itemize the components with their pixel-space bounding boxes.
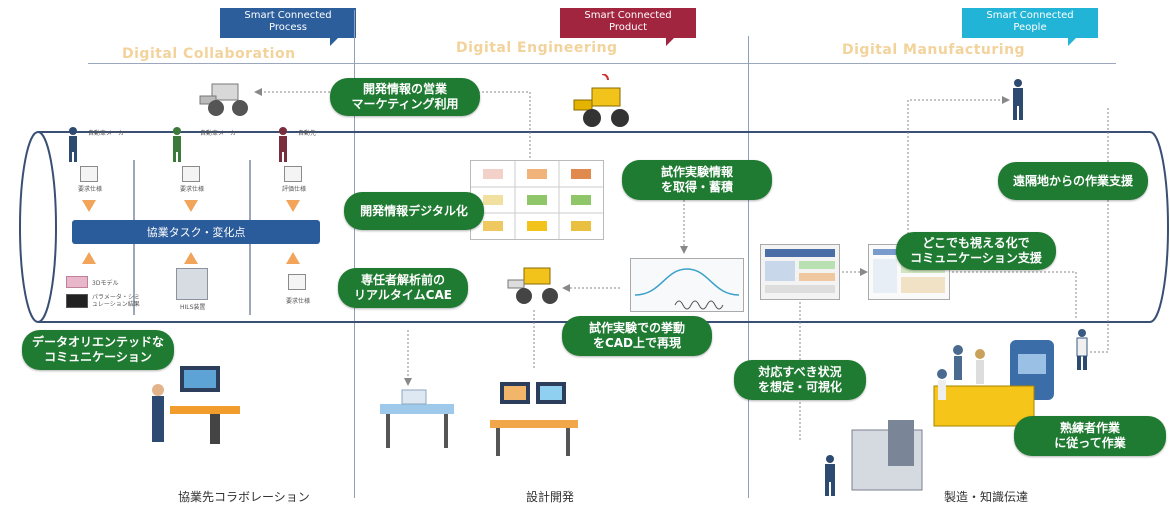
pill-anywhere-visualization: どこでも視える化で コミュニケーション支援 <box>896 232 1056 270</box>
worker-icon-bottom <box>822 454 838 496</box>
person-icon-2 <box>170 126 184 162</box>
pill-marketing-use: 開発情報の営業 マーケティング利用 <box>330 78 480 116</box>
section-digital-engineering: Digital Engineering <box>456 40 618 56</box>
person-icon-3 <box>276 126 290 162</box>
divider-left <box>354 10 355 498</box>
person-icon-1 <box>66 126 80 162</box>
pill-data-oriented-comm: データオリエンテッドな コミュニケーション <box>22 330 174 370</box>
pill-realtime-cae: 専任者解析前の リアルタイムCAE <box>338 268 468 308</box>
divider-right <box>748 36 749 498</box>
arrow-down-icon-1 <box>82 200 96 212</box>
variant-grid <box>470 160 604 240</box>
doc-icon-2 <box>182 166 200 182</box>
wheel-loader-yellow-icon <box>570 73 634 130</box>
arrow-down-icon-3 <box>286 200 300 212</box>
pill-remote-support: 遠隔地からの作業支援 <box>998 162 1148 200</box>
3d-model-icon <box>66 276 88 288</box>
doc-label-4: 要求仕様 <box>286 298 311 305</box>
footer-design-development: 設計開発 <box>526 490 575 504</box>
doc-icon-3 <box>284 166 302 182</box>
tab-smart-connected-product: Smart Connected Product <box>560 8 696 46</box>
dashboard-screen-1 <box>760 244 840 300</box>
hils-device-label: HILS装置 <box>180 304 206 311</box>
footer-partner-collaboration: 協業先コラボレーション <box>178 490 310 504</box>
hils-device-icon <box>176 268 208 300</box>
3d-model-label: 3Dモデル <box>92 280 119 287</box>
design-table-illustration <box>372 384 462 454</box>
section-digital-collaboration: Digital Collaboration <box>122 46 296 62</box>
pill-skilled-work: 熟練者作業 に従って作業 <box>1014 416 1166 456</box>
design-office-illustration <box>486 376 582 460</box>
simulation-label: パラメータ・シミュレーション結果 <box>92 294 140 308</box>
wheel-loader-cae-icon <box>504 262 562 308</box>
doc-icon-1 <box>80 166 98 182</box>
section-digital-manufacturing: Digital Manufacturing <box>842 42 1026 58</box>
arrow-down-icon-2 <box>184 200 198 212</box>
collab-desk-illustration <box>150 356 250 446</box>
pill-test-info: 試作実験情報 を取得・蓄積 <box>622 160 772 200</box>
footer-manufacturing-knowledge: 製造・知識伝達 <box>944 490 1029 504</box>
doc-label-3: 評価仕様 <box>282 186 307 193</box>
arrow-up-icon-1 <box>82 252 96 264</box>
tab-smart-connected-people: Smart Connected People <box>962 8 1098 46</box>
pill-digitize-dev-info: 開発情報デジタル化 <box>344 192 484 230</box>
role-label-1: 自動車メーカー <box>88 130 131 137</box>
doc-label-2: 要求仕様 <box>180 186 205 193</box>
role-label-2: 自動車メーカー <box>200 130 243 137</box>
arrow-up-icon-3 <box>286 252 300 264</box>
factory-illustration <box>848 330 1068 500</box>
doc-label-1: 要求仕様 <box>78 186 103 193</box>
worker-icon-top-right <box>1010 78 1026 120</box>
pill-cad-reproduce: 試作実験での挙動 をCAD上で再現 <box>562 316 712 356</box>
worker-icon-right <box>1074 328 1090 370</box>
doc-icon-4 <box>288 274 306 290</box>
tab-smart-connected-process: Smart Connected Process <box>220 8 356 46</box>
top-rule <box>88 63 1116 64</box>
role-label-3: 自動先 <box>298 130 317 137</box>
simulation-icon <box>66 294 88 308</box>
arrow-up-icon-2 <box>184 252 198 264</box>
pill-situation-visualization: 対応すべき状況 を想定・可視化 <box>734 360 866 400</box>
wheel-loader-gray-icon <box>196 78 254 118</box>
waveform-chart-icon <box>630 258 744 312</box>
cooperation-task-bar: 協業タスク・変化点 <box>72 220 320 244</box>
